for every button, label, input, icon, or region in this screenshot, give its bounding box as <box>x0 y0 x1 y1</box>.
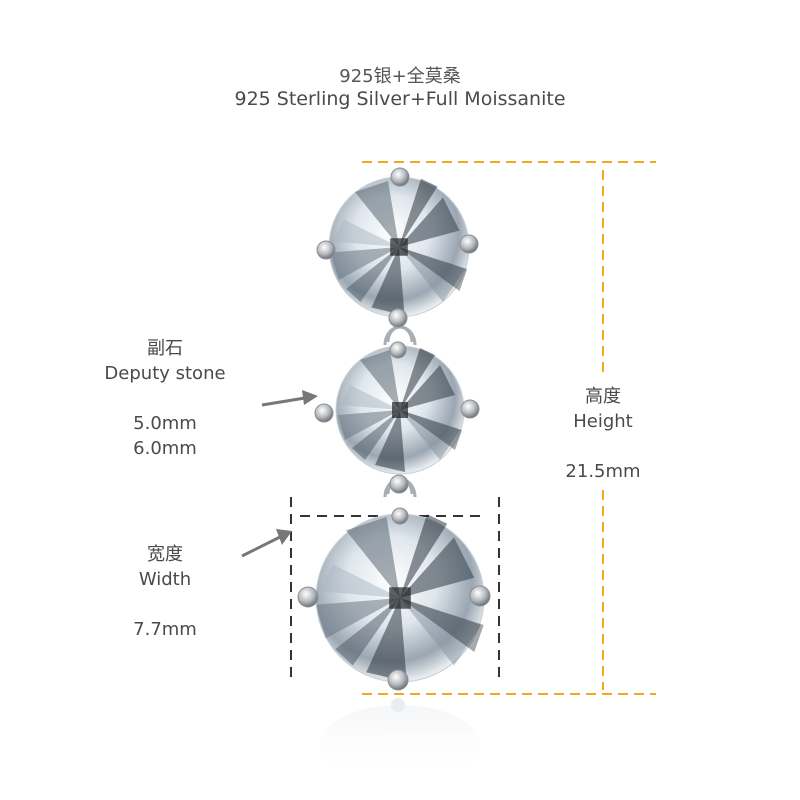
reflection <box>320 698 480 785</box>
arrow-width <box>241 529 292 558</box>
deputy-stone-size-2: 6.0mm <box>133 438 197 459</box>
title-english: 925 Sterling Silver+Full Moissanite <box>234 88 566 110</box>
width-label-cn: 宽度 <box>147 544 183 565</box>
height-label-en: Height <box>573 411 633 432</box>
width-label: 宽度 Width 7.7mm <box>105 542 225 642</box>
deputy-stone-label-en: Deputy stone <box>104 363 226 384</box>
prongs <box>297 167 491 691</box>
deputy-stone-label: 副石 Deputy stone 5.0mm 6.0mm <box>85 336 245 461</box>
height-value: 21.5mm <box>565 461 641 482</box>
width-value: 7.7mm <box>133 619 197 640</box>
deputy-stone-label-cn: 副石 <box>147 338 183 359</box>
stone-bottom <box>315 513 485 683</box>
stone-top <box>328 176 470 318</box>
height-guide <box>362 161 656 695</box>
height-label-cn: 高度 <box>585 386 621 407</box>
deputy-stone-size-1: 5.0mm <box>133 413 197 434</box>
height-label: 高度 Height 21.5mm <box>543 384 663 484</box>
arrow-deputy-stone <box>261 390 318 407</box>
title-chinese: 925银+全莫桑 <box>339 66 461 87</box>
width-label-en: Width <box>138 569 192 590</box>
stone-middle <box>335 345 465 475</box>
